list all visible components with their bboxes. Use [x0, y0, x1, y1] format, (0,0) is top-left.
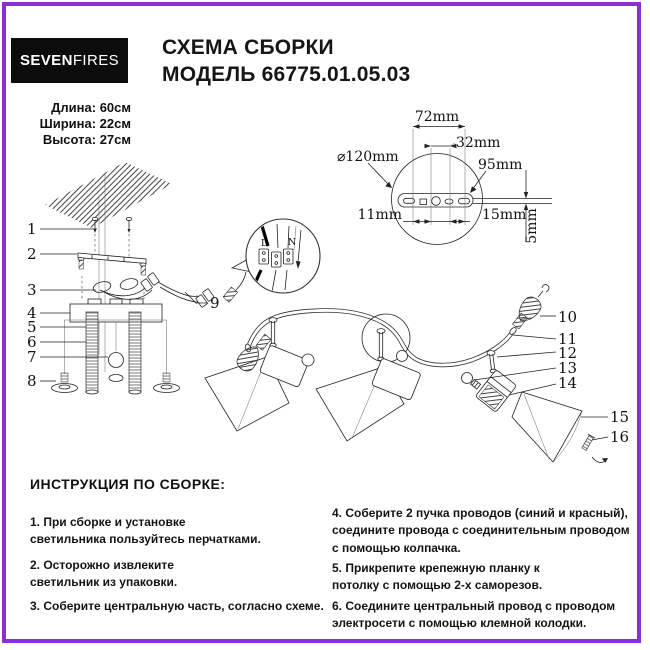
fixture-arm	[244, 308, 517, 368]
part-label-10: 10	[558, 308, 577, 326]
page-title-line1: СХЕМА СБОРКИ	[162, 36, 334, 59]
dim-15mm: 15mm	[482, 207, 526, 223]
spotlight-3-exploded	[461, 284, 608, 463]
shade-screw	[581, 433, 608, 463]
page-title: СХЕМА СБОРКИ МОДЕЛЬ 66775.01.05.03	[162, 34, 410, 88]
pivot-knob-2	[376, 328, 386, 362]
instruction-step-2: 2. Осторожно извлеките светильник из упа…	[30, 558, 178, 590]
bottom-caps	[51, 372, 180, 393]
ceiling-hatch	[45, 162, 172, 228]
wiring-detail-circle: L N	[230, 218, 321, 294]
spec-width: Ширина: 22см	[39, 116, 131, 131]
dim-5mm: 5mm	[524, 208, 540, 243]
spec-length: Длина: 60см	[51, 100, 131, 115]
mounting-strip	[77, 252, 147, 299]
terminal-block	[258, 248, 294, 268]
socket-neck-1	[255, 333, 272, 351]
page-title-line2: МОДЕЛЬ 66775.01.05.03	[162, 63, 411, 86]
part-label-9: 9	[210, 294, 220, 312]
dim-diameter: ⌀120mm	[337, 149, 399, 165]
mounting-plate-detail: 72mm 32mm ⌀120mm 95mm 11mm 15mm 5mm	[337, 109, 552, 245]
bulb-1	[236, 346, 259, 372]
part-label-14: 14	[558, 374, 577, 392]
neutral-wire-label: N	[288, 237, 296, 248]
canopy-plate	[64, 298, 167, 374]
part-label-4: 4	[27, 304, 37, 322]
tiny-screw-top	[537, 284, 550, 298]
dim-95mm: 95mm	[478, 157, 522, 173]
spec-height: Высота: 27см	[42, 132, 131, 147]
instruction-step-3: 3. Соберите центральную часть, согласно …	[30, 599, 324, 613]
brand-logo-bold: SEVEN	[19, 52, 73, 69]
dim-32mm: 32mm	[456, 135, 500, 151]
bulb-top	[518, 296, 542, 322]
part-label-16: 16	[610, 428, 629, 446]
socket-body	[476, 370, 516, 412]
brand-logo-light: FIRES	[72, 52, 120, 69]
small-bulb	[461, 372, 482, 390]
dim-11mm: 11mm	[358, 207, 402, 223]
part-label-12: 12	[558, 344, 577, 362]
instruction-step-6: 6. Соедините центральный провод с провод…	[332, 599, 616, 631]
instructions-heading: ИНСТРУКЦИЯ ПО СБОРКЕ:	[30, 476, 226, 492]
part-label-7: 7	[27, 348, 37, 366]
threaded-columns	[85, 311, 142, 395]
part-label-11: 11	[558, 330, 577, 348]
instruction-step-5: 5. Прикрепите крепежную планку к потолку…	[332, 561, 543, 593]
part-label-3: 3	[27, 281, 37, 299]
instruction-step-4: 4. Соберите 2 пучка проводов (синий и кр…	[332, 506, 630, 555]
pivot-knob-1	[268, 317, 278, 348]
central-finial	[108, 322, 124, 382]
dimensions-block: Длина: 60см Ширина: 22см Высота: 27см	[18, 100, 131, 148]
pivot-knob-3	[486, 350, 497, 374]
spotlight-2	[315, 350, 421, 442]
part-label-2: 2	[27, 245, 37, 263]
connecting-wires	[99, 271, 247, 308]
part-label-8: 8	[27, 372, 37, 390]
spotlight-1	[204, 333, 315, 432]
part-labels: 1 2 3 4 5 6 7 8 9 10 11 12 13 14 15 16	[27, 220, 629, 446]
part-label-13: 13	[558, 359, 577, 377]
dim-72mm: 72mm	[415, 109, 459, 125]
part-label-1: 1	[27, 220, 37, 238]
live-wire-label: L	[261, 238, 268, 249]
part-label-6: 6	[27, 333, 37, 351]
part-label-5: 5	[27, 318, 37, 336]
instruction-step-1: 1. При сборке и установке светильника по…	[30, 515, 261, 547]
part-label-15: 15	[610, 408, 629, 426]
